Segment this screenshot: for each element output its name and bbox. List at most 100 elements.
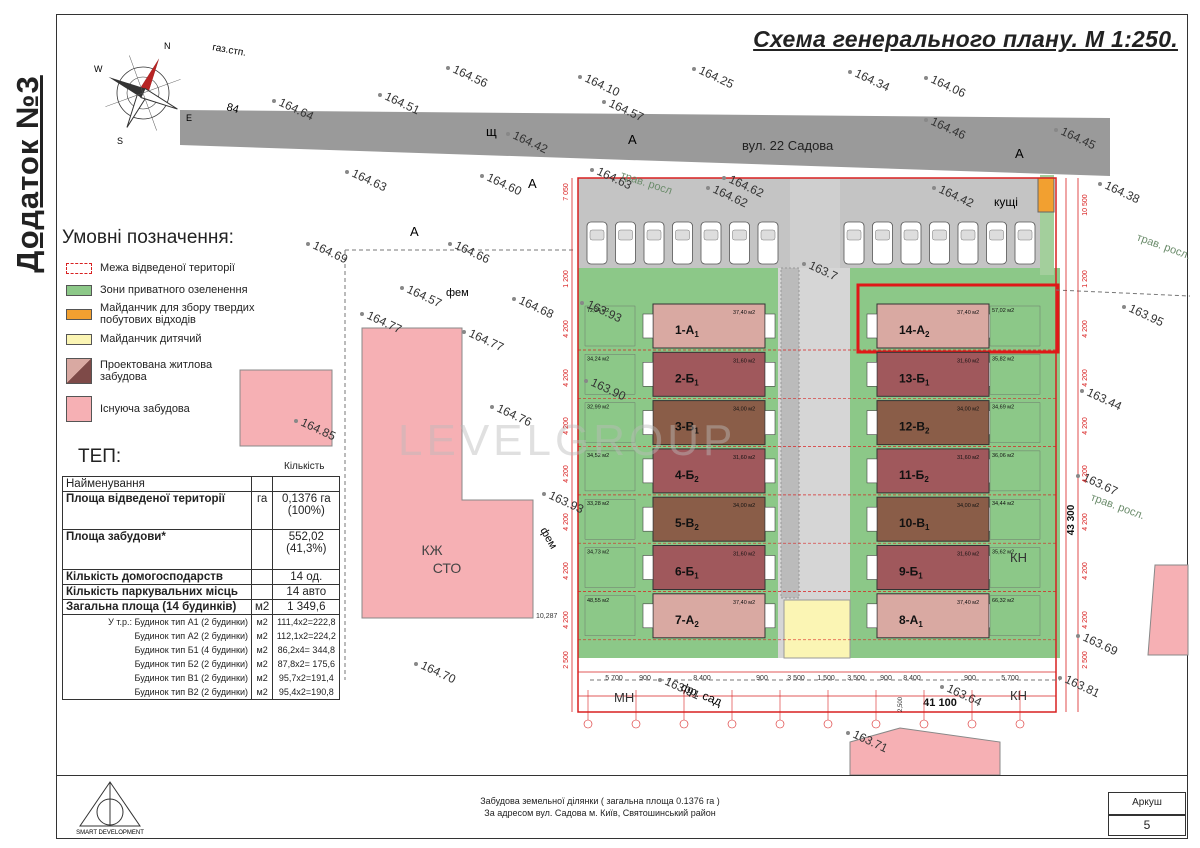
house-area: 37,40 м2	[957, 310, 979, 316]
legend-swatch	[66, 308, 92, 320]
dim-label: 8 400	[693, 675, 711, 682]
elevation-mark: 164.25	[697, 63, 736, 91]
axis-marker	[583, 719, 593, 729]
house-porch	[642, 506, 654, 532]
gas-label: газ.стп.	[211, 42, 246, 59]
legend-item-green: Зони приватного озеленення	[66, 284, 248, 296]
dim-label: 7 050	[563, 183, 570, 201]
house-porch	[866, 555, 878, 580]
zone-letter: А	[1015, 146, 1024, 161]
dim-label: 5 700	[605, 675, 623, 682]
house-area: 31,60 м2	[733, 358, 755, 364]
car-window	[675, 229, 690, 241]
existing-building-4	[1147, 564, 1189, 656]
private-yard	[989, 547, 1041, 588]
elevation-mark: 164.34	[853, 66, 892, 94]
elevation-dot	[462, 330, 466, 334]
dim-total-horizontal: 41 100	[923, 697, 957, 709]
house-porch	[866, 458, 878, 484]
house-porch	[764, 361, 776, 387]
elevation-dot	[692, 67, 696, 71]
house-porch	[642, 361, 654, 387]
elevation-mark: 163.81	[1063, 672, 1102, 700]
elevation-dot	[345, 170, 349, 174]
compass-w-label: W	[94, 64, 103, 74]
axis-marker	[631, 719, 641, 729]
elevation-dot	[932, 186, 936, 190]
private-yard	[989, 499, 1041, 540]
company-logo: SMART DEVELOPMENT	[60, 778, 160, 836]
elevation-dot	[446, 66, 450, 70]
private-yard	[989, 305, 1041, 347]
dim-label: 900	[880, 675, 892, 682]
house-porch	[866, 313, 878, 339]
house-label: 13-Б1	[899, 371, 930, 387]
elevation-mark: 164.66	[453, 238, 492, 266]
watermark: LEVELGROUP	[398, 416, 736, 465]
playground	[783, 599, 851, 659]
elevation-dot	[1098, 182, 1102, 186]
elevation-dot	[1080, 389, 1084, 393]
elevation-dot	[706, 186, 710, 190]
legend-label: Зони приватного озеленення	[100, 284, 248, 296]
elevation-mark: 164.57	[405, 282, 444, 310]
house-porch	[764, 313, 776, 339]
elevation-dot	[542, 492, 546, 496]
legend-label: Межа відведеної території	[100, 262, 235, 274]
kn-label: КН	[1010, 688, 1027, 703]
elevation-mark: 164.63	[350, 166, 389, 194]
yard-area: 34,44 м2	[992, 501, 1014, 507]
legend-swatch	[66, 262, 92, 274]
elevation-dot	[506, 132, 510, 136]
elevation-dot	[580, 301, 584, 305]
private-yard	[584, 354, 636, 395]
car-window	[932, 229, 947, 241]
house-area: 31,60 м2	[733, 552, 755, 558]
house-right-1	[876, 303, 990, 349]
waste-area	[1037, 177, 1055, 213]
car-window	[618, 229, 633, 241]
parking-space	[957, 221, 979, 265]
existing-building-3	[849, 727, 1001, 776]
parking-space	[929, 221, 950, 265]
dim-label: 1 500	[817, 675, 835, 682]
yard-area: 33,28 м2	[587, 501, 609, 507]
yard-area: 35,82 м2	[992, 356, 1014, 362]
legend-item-projected: Проектована житлова забудова	[66, 358, 256, 384]
bushes-label: кущі	[994, 195, 1018, 209]
axis-marker	[871, 719, 881, 729]
tep-name-header: Найменування	[62, 476, 252, 492]
car-window	[1017, 229, 1033, 241]
table-row: Кількість домогосподарств 14 од.	[62, 569, 341, 585]
house-porch	[866, 410, 878, 435]
yard-area: 48,55 м2	[587, 598, 609, 604]
project-line-2: За адресом вул. Садова м. Київ, Святошин…	[484, 808, 716, 818]
elevation-dot	[512, 297, 516, 301]
dim-label: 4 200	[563, 369, 570, 387]
private-yard	[584, 499, 636, 540]
dim-label: 4 200	[1082, 513, 1089, 531]
legend-item-waste: Майданчик для збору твердих побутових ві…	[66, 302, 296, 326]
dim-label: 900	[756, 675, 768, 682]
car-window	[989, 229, 1004, 241]
compass-s-label: S	[117, 136, 123, 146]
elevation-dot	[590, 168, 594, 172]
dim-label: 4 200	[1082, 417, 1089, 435]
legend-label: Майданчик дитячий	[100, 333, 202, 345]
dim-label: 3 500	[847, 675, 865, 682]
elevation-mark: 163.44	[1085, 385, 1124, 413]
tep-title: ТЕП:	[78, 446, 122, 467]
dim-label: 8 400	[903, 675, 921, 682]
elevation-dot	[848, 70, 852, 74]
compass-icon	[105, 55, 181, 131]
axis-marker	[823, 719, 833, 729]
dim-label: 900	[639, 675, 651, 682]
elevation-dot	[448, 242, 452, 246]
existing-building-2	[239, 369, 333, 447]
private-yard	[584, 547, 636, 588]
car-window	[589, 229, 605, 241]
elevation-mark: 164.56	[451, 62, 490, 90]
